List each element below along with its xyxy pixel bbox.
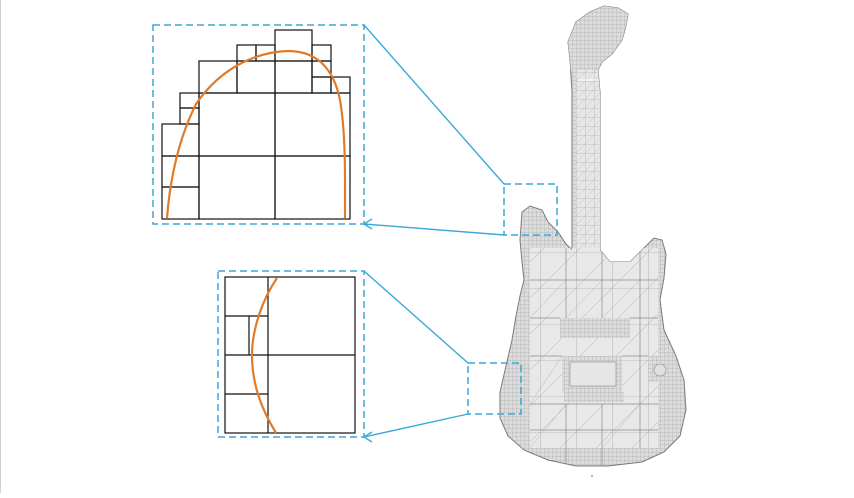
boundary-curve-top	[165, 49, 347, 219]
left-border-line	[0, 0, 1, 493]
selection-box-horn	[503, 183, 558, 236]
guitar-mesh	[499, 5, 687, 467]
quadtree-cells-top	[161, 29, 351, 220]
boundary-curve-bottom	[250, 277, 278, 434]
quadtree-cells-bottom	[224, 276, 356, 434]
zoom-inset-bottom	[217, 270, 365, 438]
connector-lines	[362, 24, 505, 443]
stray-dot	[591, 475, 593, 477]
selection-box-body-edge	[467, 362, 522, 415]
zoom-inset-top	[152, 24, 365, 225]
